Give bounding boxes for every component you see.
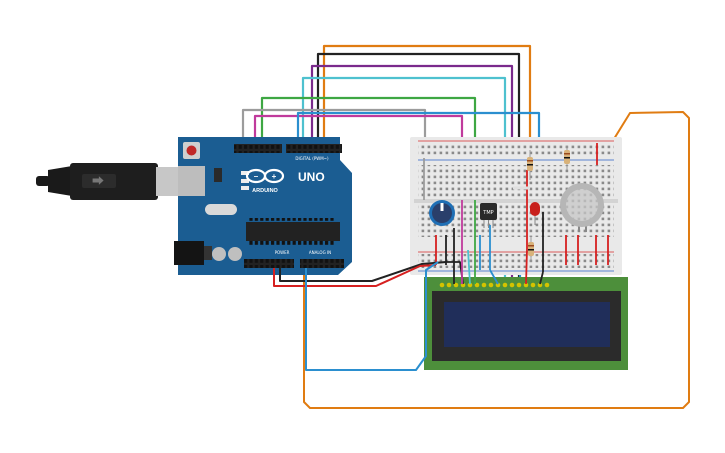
svg-text:⮕: ⮕ (92, 174, 104, 188)
gas-sensor[interactable] (560, 183, 604, 232)
capacitor-2 (228, 247, 242, 261)
temperature-sensor[interactable]: TMP (480, 203, 497, 228)
power-jack (174, 241, 204, 265)
usb-socket (178, 166, 205, 196)
arduino-board[interactable]: – + UNO ARDUINO DIGITAL (PWM~) POWER ANA… (174, 137, 352, 275)
resistor-1 (527, 150, 533, 180)
analog-header-label: ANALOG IN (309, 250, 331, 255)
usb-cable-tip (36, 176, 50, 186)
lcd-screen (444, 302, 610, 347)
crystal (205, 204, 237, 215)
wire-orange-top[interactable] (322, 44, 532, 165)
usb-cable: ⮕ (36, 163, 183, 200)
temp-sensor-label: TMP (482, 210, 493, 216)
capacitor-1 (212, 247, 226, 261)
svg-text:+: + (272, 172, 277, 181)
digital-header-label: DIGITAL (PWM~) (295, 156, 329, 161)
wire-red-bottom[interactable] (273, 264, 437, 287)
atmega-chip (246, 222, 340, 241)
breadboard-jumpers (423, 143, 609, 272)
board-brand-label: ARDUINO (252, 188, 278, 194)
resistors[interactable] (527, 146, 570, 262)
wire-black-bottom[interactable] (279, 261, 447, 282)
arduino-logo: – + (245, 168, 285, 184)
wires-top (241, 44, 541, 282)
power-header-label: POWER (275, 250, 290, 255)
wire-gray-top[interactable] (241, 108, 427, 146)
resistor-2 (564, 146, 570, 170)
red-led[interactable] (530, 202, 540, 225)
potentiometer[interactable] (429, 200, 455, 226)
resistor-3 (528, 236, 534, 262)
wires-to-lcd (446, 200, 544, 285)
wires-bottom (273, 261, 447, 371)
lcd-pins (439, 282, 550, 288)
svg-text:–: – (254, 172, 259, 181)
wire-blue-bottom[interactable] (305, 261, 439, 371)
wire-orange-loop[interactable] (303, 111, 690, 409)
lcd-display[interactable] (424, 277, 628, 370)
board-model-label: UNO (298, 170, 325, 184)
